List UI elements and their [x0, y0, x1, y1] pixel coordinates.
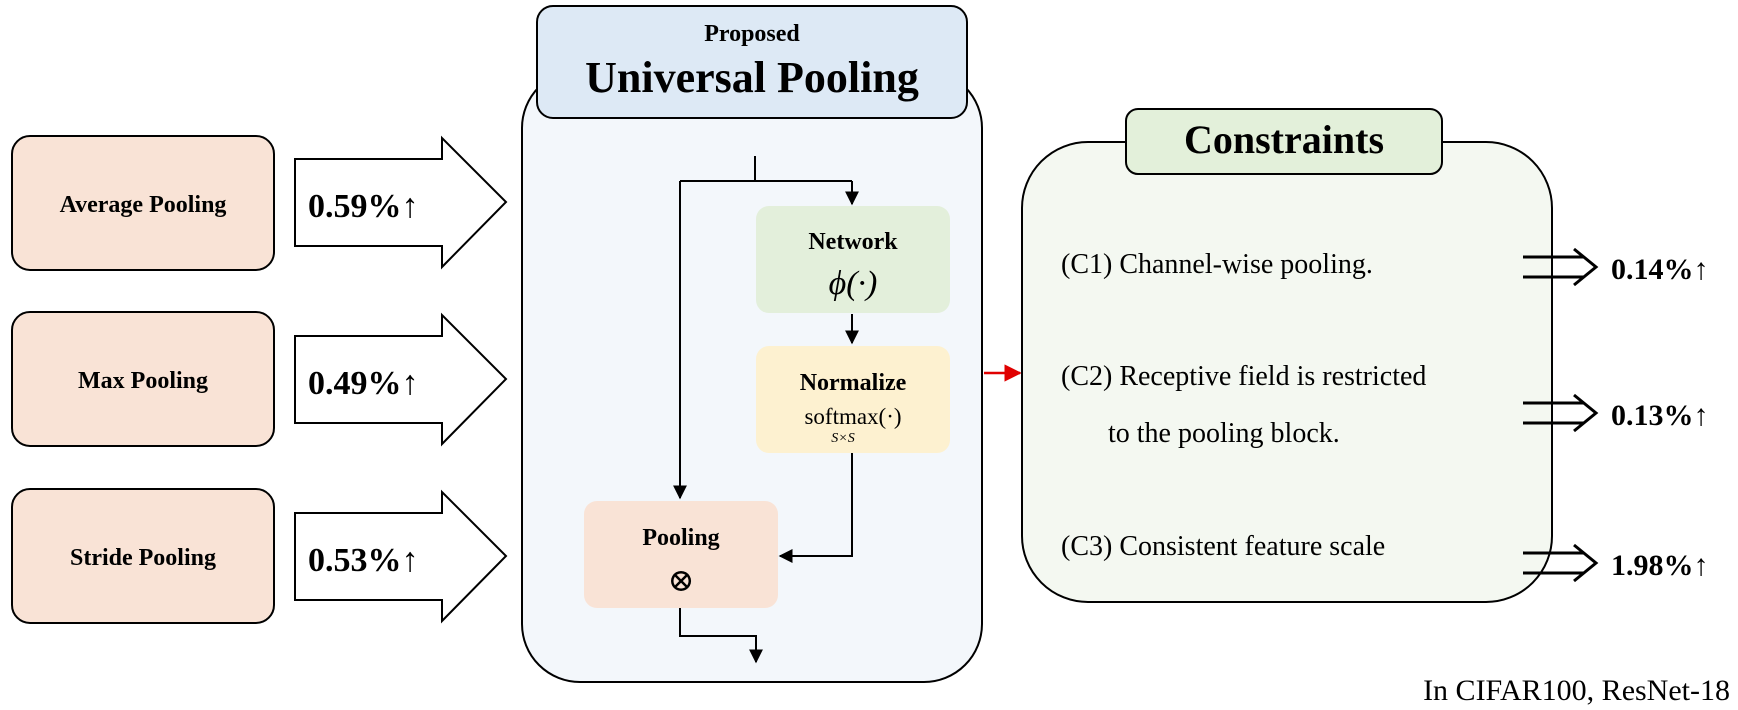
gain-value: 0.14%↑: [1611, 253, 1709, 286]
baseline-label: Stride Pooling: [70, 545, 216, 571]
output-arrow: [679, 608, 763, 664]
gain-arrow-shape: [294, 489, 508, 624]
implies-arrow-icon: [1523, 543, 1599, 583]
gain-arrow-shape: [294, 135, 508, 270]
network-formula: ϕ(·): [829, 265, 878, 302]
normalize-label: Normalize: [800, 370, 907, 396]
gain-value: 0.49%↑: [308, 365, 419, 402]
network-label: Network: [808, 229, 898, 255]
baseline-average: Average Pooling 0.59%↑: [11, 135, 508, 271]
implies-arrow-icon: [1523, 247, 1599, 287]
constraint-c2-line1: (C2) Receptive field is restricted: [1061, 361, 1426, 392]
implies-arrow-icon: [1523, 393, 1599, 433]
gain-value: 0.13%↑: [1611, 399, 1709, 432]
proposed-title: Universal Pooling: [585, 53, 919, 102]
arrow-normalize-to-pooling: [778, 453, 853, 563]
baseline-label: Max Pooling: [78, 368, 208, 394]
network-block: [756, 206, 950, 313]
baseline-box: [11, 311, 275, 447]
constraint-c2-line2: to the pooling block.: [1108, 418, 1340, 449]
proposed-subtitle: Proposed: [704, 21, 800, 47]
gain-arrow-shape: [294, 312, 508, 447]
normalize-subscript: S×S: [831, 431, 854, 446]
baseline-max: Max Pooling 0.49%↑: [11, 311, 508, 447]
gain-value: 0.59%↑: [308, 188, 419, 225]
normalize-formula: softmax(·): [804, 404, 901, 429]
constraint-c3: (C3) Consistent feature scale: [1061, 531, 1385, 562]
constraint-gain-c1: 0.14%↑: [1523, 247, 1709, 287]
normalize-block: [756, 346, 950, 453]
baseline-box: [11, 135, 275, 271]
constraint-gain-c3: 1.98%↑: [1523, 543, 1709, 583]
constraints-title: Constraints: [1184, 117, 1384, 162]
baseline-box: [11, 488, 275, 624]
gain-value: 1.98%↑: [1611, 549, 1709, 582]
constraint-c1: (C1) Channel-wise pooling.: [1061, 249, 1373, 280]
constraints-panel: Constraints (C1) Channel-wise pooling. (…: [1021, 108, 1553, 603]
constraint-gain-c2: 0.13%↑: [1523, 393, 1709, 433]
baseline-label: Average Pooling: [60, 192, 227, 218]
footnote: In CIFAR100, ResNet-18: [1423, 674, 1730, 707]
pooling-block: [584, 501, 778, 608]
baseline-stride: Stride Pooling 0.53%↑: [11, 488, 508, 624]
pooling-label: Pooling: [642, 525, 719, 551]
proposed-panel: Proposed Universal Pooling Network ϕ(·) …: [521, 5, 983, 683]
pooling-symbol: ⊗: [668, 562, 695, 598]
constraints-title-box: [1125, 108, 1443, 175]
gain-value: 0.53%↑: [308, 542, 419, 579]
proposed-title-box: [536, 5, 968, 119]
